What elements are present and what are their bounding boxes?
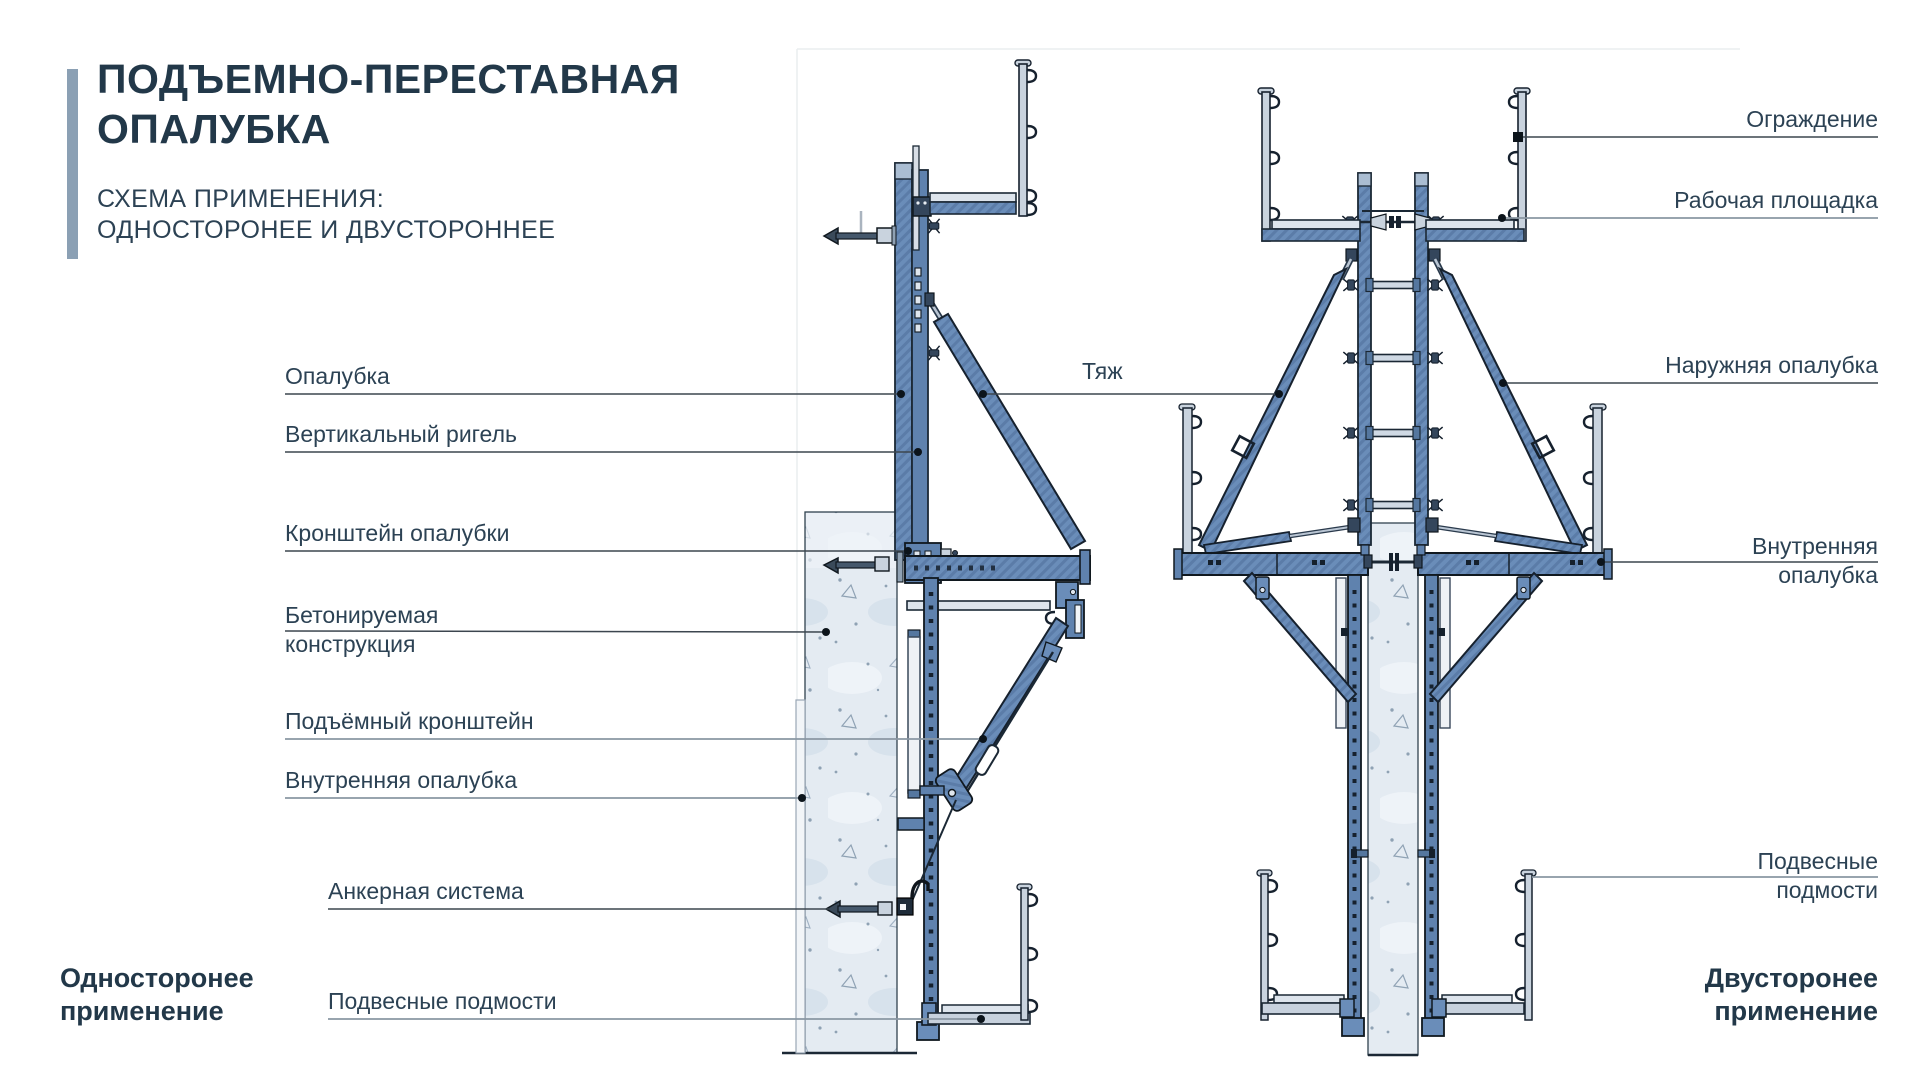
hanging-scaffold-left-diagram xyxy=(921,883,1039,1026)
label-rabochaya-ploshchadka: Рабочая площадка xyxy=(1674,187,1878,213)
right-diagram-drawing xyxy=(1173,87,1613,1057)
caption-two-sided: Двусторонее применение xyxy=(1705,962,1878,1028)
label-betoniruemaya-line1: Бетонируемая xyxy=(285,602,439,628)
label-podvesnye-podmosti-right: Подвесные подмости xyxy=(1757,847,1878,905)
twin-panels xyxy=(1357,172,1429,546)
label-vnutrennyaya-opalubka-left: Внутренняя опалубка xyxy=(285,767,518,793)
label-ankernaya-sistema: Анкерная система xyxy=(328,878,524,904)
label-podvesnye-right-line2: подмости xyxy=(1776,877,1878,903)
walkway-plank xyxy=(906,600,1051,611)
caption-one-sided-line2: применение xyxy=(60,996,224,1026)
rail-connector xyxy=(897,817,925,831)
label-vnutrennyaya-right-line2: опалубка xyxy=(1778,562,1878,588)
label-opalubka: Опалубка xyxy=(285,363,390,389)
caption-one-sided-line1: Односторонее xyxy=(60,963,254,993)
outer-posts xyxy=(1178,403,1607,556)
page-subtitle-line1: СХЕМА ПРИМЕНЕНИЯ: xyxy=(97,185,385,213)
leader-betoniruemaya xyxy=(284,630,827,633)
label-podvesnye-podmosti-left: Подвесные подмости xyxy=(328,988,557,1014)
caption-two-sided-line1: Двусторонее xyxy=(1704,963,1878,993)
page-title: ПОДЪЕМНО-ПЕРЕСТАВНАЯ ОПАЛУБКА xyxy=(97,54,680,154)
anchor-system xyxy=(824,879,930,919)
page-subtitle: СХЕМА ПРИМЕНЕНИЯ: ОДНОСТОРОНЕЕ И ДВУСТОР… xyxy=(97,184,555,246)
label-vnutrennyaya-right-line1: Внутренняя xyxy=(1752,533,1878,559)
hanger-rails xyxy=(1242,571,1544,1037)
leader-lines xyxy=(284,132,1878,1023)
upper-diagonal-prop xyxy=(924,292,1087,551)
work-platforms xyxy=(1261,219,1525,242)
label-podvesnye-right-line1: Подвесные xyxy=(1757,848,1878,874)
stored-panel xyxy=(907,629,921,799)
page-title-line2: ОПАЛУБКА xyxy=(97,106,331,152)
concrete-column xyxy=(1367,522,1419,1057)
formwork-panel xyxy=(894,145,941,561)
top-platform xyxy=(912,59,1038,217)
label-kronshtein-opalubki: Кронштейн опалубки xyxy=(285,520,510,546)
main-beams xyxy=(1173,544,1613,580)
page-subtitle-line2: ОДНОСТОРОНЕЕ И ДВУСТОРОННЕЕ xyxy=(97,216,556,244)
top-tie-rod xyxy=(822,211,897,246)
label-vertikalny-rigel: Вертикальный ригель xyxy=(285,421,517,447)
caption-two-sided-line2: применение xyxy=(1714,996,1878,1026)
label-naruzhnyaya-opalubka: Наружняя опалубка xyxy=(1665,352,1878,378)
label-ograzhdenie: Ограждение xyxy=(1746,106,1878,132)
horizontal-props xyxy=(1202,517,1584,556)
label-betoniruemaya-konstrukciya: Бетонируемая конструкция xyxy=(285,601,438,659)
diagonal-struts xyxy=(1197,248,1589,553)
hanging-scaffolds xyxy=(1256,869,1537,1021)
lifting-bracket xyxy=(911,616,1070,902)
climbing-rail xyxy=(916,577,940,1041)
inner-formwork-strip xyxy=(795,699,806,1054)
label-podyomny-kronshtein: Подъёмный кронштейн xyxy=(285,708,534,734)
label-vnutrennyaya-opalubka-right: Внутренняя опалубка xyxy=(1752,532,1878,590)
left-diagram-drawing xyxy=(782,59,1091,1055)
caption-one-sided: Односторонее применение xyxy=(60,962,254,1028)
label-betoniruemaya-line2: конструкция xyxy=(285,631,416,657)
label-tyazh: Тяж xyxy=(1082,358,1123,384)
main-beam xyxy=(904,549,1091,639)
accent-bar xyxy=(67,69,78,259)
top-tie-assembly xyxy=(1341,210,1445,231)
page-title-line1: ПОДЪЕМНО-ПЕРЕСТАВНАЯ xyxy=(97,56,680,102)
